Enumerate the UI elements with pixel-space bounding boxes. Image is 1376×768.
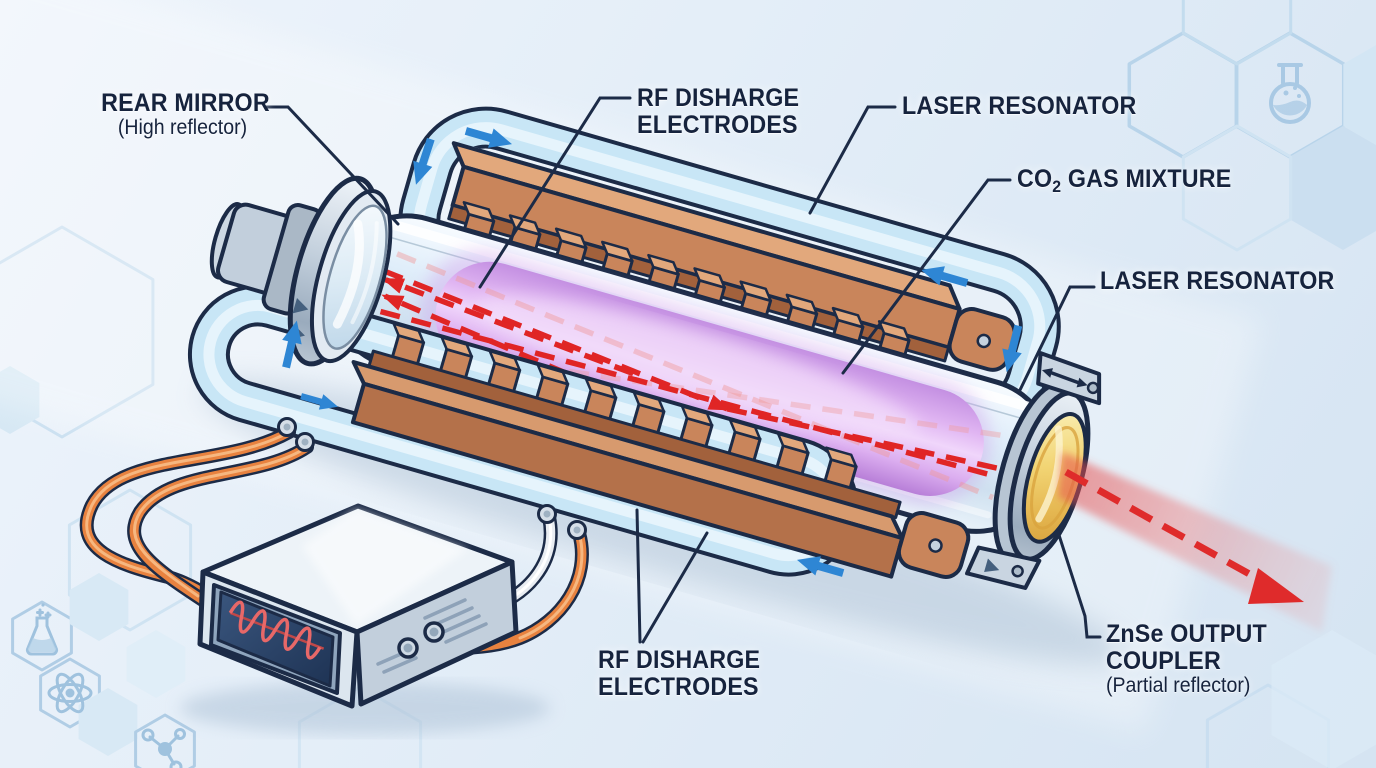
label-line: LASER RESONATOR xyxy=(902,92,1137,120)
label-rf-electrodes-top: RF DISHARGE ELECTRODES xyxy=(637,85,799,139)
leader-rear-mirror xyxy=(264,105,400,226)
leader-znse xyxy=(1056,530,1102,639)
label-co2-subscript: 2 xyxy=(1052,177,1062,196)
rear-mirror-assembly xyxy=(209,175,393,367)
leader-laser-resonator-top xyxy=(808,105,897,215)
beam-arrow-icon xyxy=(1248,568,1304,604)
waveform-icon xyxy=(228,600,325,660)
molecule-icon xyxy=(141,728,186,768)
label-line: ELECTRODES xyxy=(598,673,759,701)
round-flask-icon xyxy=(1269,63,1311,124)
label-rf-electrodes-bottom: RF DISHARGE ELECTRODES xyxy=(598,647,760,701)
power-supply-shadow xyxy=(180,682,550,734)
label-znse-subtitle: (Partial reflector) xyxy=(1106,674,1251,697)
label-line: RF DISHARGE xyxy=(598,646,761,674)
leader-rf-top xyxy=(478,96,632,289)
laser-beam-path xyxy=(379,251,1041,501)
rf-electrode-top xyxy=(447,141,1017,372)
label-znse-output-coupler: ZnSe OUTPUT COUPLER (Partial reflector) xyxy=(1106,621,1267,698)
label-co2-suffix: GAS MIXTURE xyxy=(1061,165,1232,193)
label-rear-mirror-title: REAR MIRROR xyxy=(101,89,270,117)
leader-rf-bottom-1 xyxy=(635,508,642,644)
label-laser-resonator-right: LASER RESONATOR xyxy=(1100,268,1334,295)
waveform-display xyxy=(216,590,335,688)
label-line: ZnSe OUTPUT xyxy=(1106,620,1267,648)
label-co2-gas-mixture: CO2 GAS MIXTURE xyxy=(1017,166,1231,196)
laser-tube-assembly xyxy=(187,106,1126,664)
lens-clamp-bottom xyxy=(965,545,1042,590)
output-coupler-assembly xyxy=(965,351,1102,590)
label-line: ELECTRODES xyxy=(637,111,798,139)
leader-rf-bottom-2 xyxy=(641,531,709,644)
rf-electrode-bottom xyxy=(350,322,971,579)
atom-icon xyxy=(47,672,93,714)
label-rear-mirror-subtitle: (High reflector) xyxy=(117,116,248,139)
frame-connector-studs xyxy=(277,417,587,540)
leader-lines xyxy=(264,96,1102,644)
leader-co2 xyxy=(841,178,1012,375)
output-beam xyxy=(1058,452,1332,632)
rf-power-supply xyxy=(180,503,550,734)
label-line: RF DISHARGE xyxy=(637,84,800,112)
label-co2-prefix: CO xyxy=(1017,165,1053,193)
label-line: LASER RESONATOR xyxy=(1100,267,1335,295)
label-line: COUPLER xyxy=(1106,647,1221,675)
leader-laser-resonator-right xyxy=(1018,285,1096,392)
label-laser-resonator-top: LASER RESONATOR xyxy=(902,93,1136,120)
erlenmeyer-flask-icon xyxy=(25,603,59,656)
cable-orange-left-2 xyxy=(127,440,314,621)
label-rear-mirror: REAR MIRROR (High reflector) xyxy=(101,89,270,140)
